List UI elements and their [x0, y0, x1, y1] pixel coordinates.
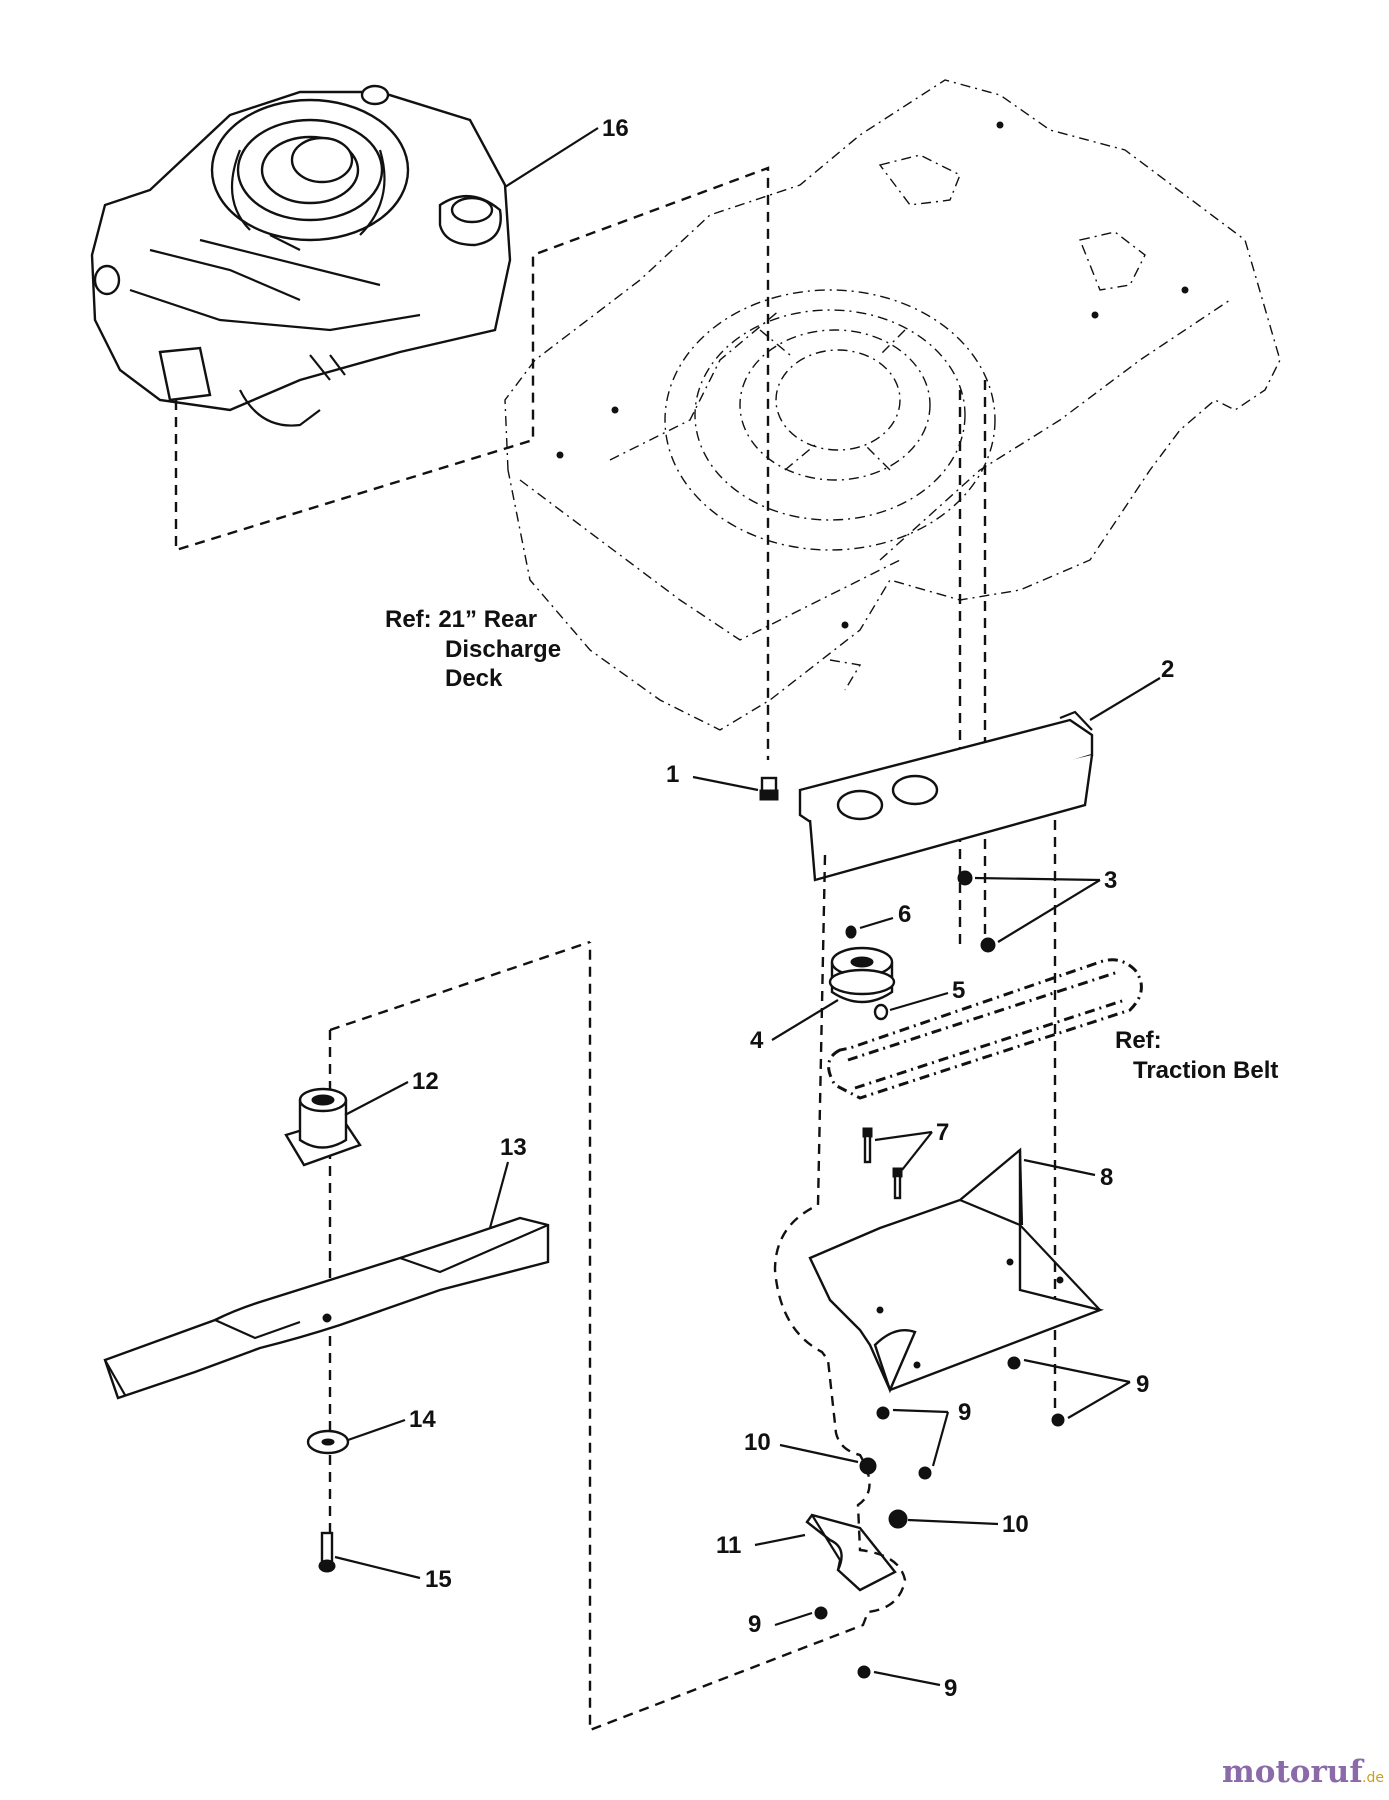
- ref-belt-line2: Traction Belt: [1133, 1057, 1278, 1084]
- callout-10-left: 10: [744, 1429, 771, 1456]
- callout-5: 5: [952, 977, 965, 1004]
- watermark-suffix: .de: [1362, 1770, 1384, 1786]
- ref-deck-line2: Discharge: [445, 636, 561, 663]
- callout-8: 8: [1100, 1164, 1113, 1191]
- watermark-brand: motoruf: [1222, 1754, 1364, 1790]
- blade-part-13[interactable]: [103, 1216, 550, 1400]
- ref-deck-line1: Ref: 21” Rear: [385, 606, 537, 633]
- pulley-part-4[interactable]: [828, 946, 896, 1004]
- callout-9-middle: 9: [958, 1399, 971, 1426]
- callout-14: 14: [409, 1406, 436, 1433]
- callout-2: 2: [1161, 656, 1174, 683]
- bolt-part-7b[interactable]: [892, 1167, 903, 1200]
- callout-15: 15: [425, 1566, 452, 1593]
- callout-3: 3: [1104, 867, 1117, 894]
- callout-7: 7: [936, 1119, 949, 1146]
- baffle-part-8[interactable]: [808, 1147, 1104, 1394]
- guard-part-11[interactable]: [805, 1513, 897, 1592]
- callout-11: 11: [716, 1532, 741, 1559]
- callout-12: 12: [412, 1068, 439, 1095]
- nut-part-10b[interactable]: [888, 1509, 908, 1529]
- nut-part-3a[interactable]: [957, 870, 973, 886]
- bolt-part-7a[interactable]: [862, 1127, 873, 1164]
- callout-6: 6: [898, 901, 911, 928]
- bolt-part-1[interactable]: [759, 776, 779, 801]
- callout-9-bottom: 9: [944, 1675, 957, 1702]
- engine-part[interactable]: [90, 84, 512, 427]
- traction-belt-reference: [827, 958, 1143, 1100]
- bolt-part-15[interactable]: [318, 1531, 336, 1573]
- callout-1: 1: [666, 761, 679, 788]
- screw-part-9a[interactable]: [1007, 1356, 1021, 1370]
- adapter-part-12[interactable]: [284, 1087, 362, 1167]
- bracket-part-2[interactable]: [798, 710, 1094, 882]
- callout-9-right: 9: [1136, 1371, 1149, 1398]
- ref-belt-line1: Ref:: [1115, 1027, 1162, 1054]
- mower-deck-reference: [504, 79, 1281, 731]
- washer-part-14[interactable]: [306, 1429, 350, 1455]
- callout-4: 4: [750, 1027, 764, 1054]
- screw-part-9b[interactable]: [1051, 1413, 1065, 1427]
- screw-part-9d[interactable]: [918, 1466, 932, 1480]
- screw-part-9c[interactable]: [876, 1406, 890, 1420]
- setscrew-part-5[interactable]: [873, 1003, 889, 1021]
- callout-13: 13: [500, 1134, 527, 1161]
- watermark-logo: motoruf .de: [1222, 1754, 1384, 1790]
- callout-10-right: 10: [1002, 1511, 1029, 1538]
- callout-9-lower-left: 9: [748, 1611, 761, 1638]
- nut-part-3b[interactable]: [980, 937, 996, 953]
- screw-part-9e[interactable]: [814, 1606, 828, 1620]
- key-part-6[interactable]: [845, 925, 857, 939]
- callout-16: 16: [602, 115, 629, 142]
- screw-part-9f[interactable]: [857, 1665, 871, 1679]
- ref-deck-line3: Deck: [445, 665, 503, 692]
